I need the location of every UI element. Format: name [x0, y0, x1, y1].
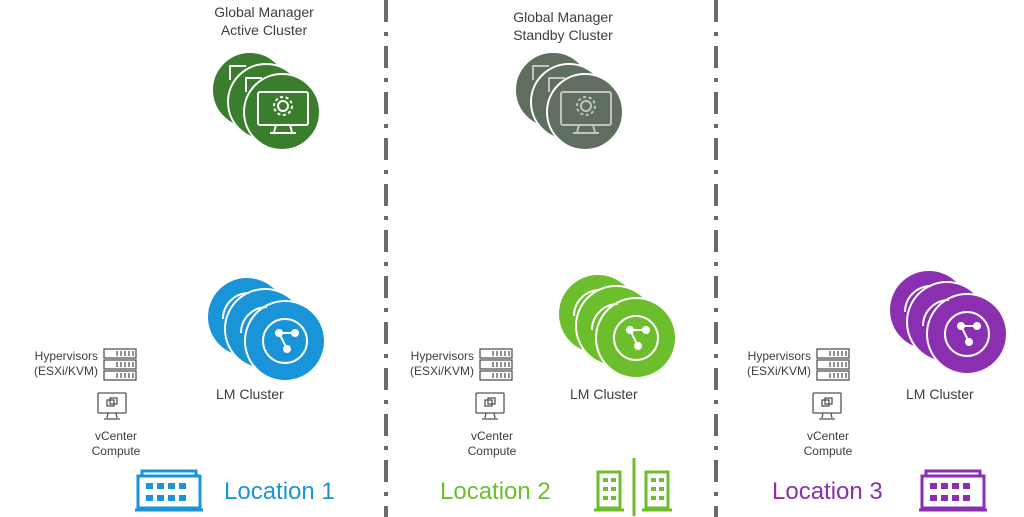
location-divider-2 — [714, 0, 718, 517]
buildings-tower-icon — [594, 458, 672, 516]
gm-standby-label: Global Manager Standby Cluster — [463, 8, 663, 44]
vcenter-monitor-icon — [97, 392, 127, 420]
lm-label-location-2: LM Cluster — [570, 386, 638, 402]
server-rack-icon — [816, 348, 850, 381]
server-rack-icon — [103, 348, 137, 381]
monitor-gear-icon — [257, 91, 309, 134]
hypervisors-label-location-2: Hypervisors (ESXi/KVM) — [410, 349, 475, 378]
monitor-gear-icon — [560, 91, 612, 134]
lm-label-location-1: LM Cluster — [216, 386, 284, 402]
lm-cluster-location-3 — [887, 268, 1012, 383]
vcenter-monitor-icon — [475, 392, 505, 420]
building-wide-icon — [919, 469, 987, 512]
server-rack-icon — [479, 348, 513, 381]
vcenter-label-location-2: vCenter Compute — [467, 429, 517, 458]
gm-active-line2: Active Cluster — [220, 22, 308, 38]
network-nodes-icon — [262, 318, 308, 364]
hypervisors-label-location-1: Hypervisors (ESXi/KVM) — [34, 349, 99, 378]
gm-active-line1: Global Manager — [214, 4, 314, 20]
location-1-title: Location 1 — [224, 478, 335, 505]
network-nodes-icon — [944, 311, 990, 357]
gm-active-label: Global Manager Active Cluster — [164, 3, 364, 39]
network-nodes-icon — [613, 315, 659, 361]
building-wide-icon — [135, 469, 203, 512]
gm-standby-line1: Global Manager — [513, 9, 613, 25]
location-divider-1 — [384, 0, 388, 517]
lm-cluster-location-2 — [556, 272, 681, 387]
lm-cluster-location-1 — [205, 275, 330, 390]
vcenter-label-location-3: vCenter Compute — [803, 429, 853, 458]
hypervisors-label-location-3: Hypervisors (ESXi/KVM) — [747, 349, 812, 378]
location-3-title: Location 3 — [772, 478, 883, 505]
gm-standby-cluster — [513, 50, 628, 155]
gm-standby-line2: Standby Cluster — [513, 27, 613, 43]
lm-label-location-3: LM Cluster — [906, 386, 974, 402]
gm-active-cluster — [210, 50, 325, 155]
vcenter-label-location-1: vCenter Compute — [91, 429, 141, 458]
location-2-title: Location 2 — [440, 478, 551, 505]
vcenter-monitor-icon — [812, 392, 842, 420]
